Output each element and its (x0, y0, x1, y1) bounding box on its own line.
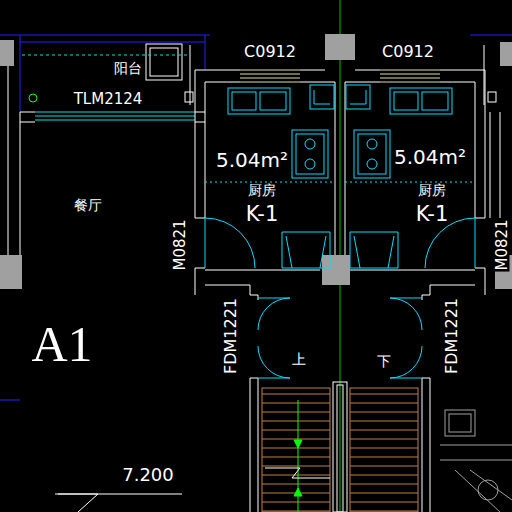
stair-tread (262, 430, 330, 431)
level-symbol (55, 494, 182, 512)
door-code: M0821 (495, 218, 510, 271)
balcony-rail (0, 35, 512, 400)
balcony-edge (22, 55, 190, 56)
break-line (265, 468, 330, 478)
level-value: 7.200 (121, 466, 175, 484)
door-code: FDM1221 (444, 297, 460, 375)
stair-tread (262, 394, 330, 395)
stair-tread (262, 475, 330, 476)
stair-tread (262, 457, 330, 458)
stair-tread (262, 403, 330, 404)
stair-tread (350, 439, 418, 440)
stair-tread (350, 457, 418, 458)
room-code: K-1 (415, 204, 450, 225)
stair-tread (350, 493, 418, 494)
stair-tread (350, 502, 418, 503)
door-swing (205, 218, 475, 378)
stair-tread (350, 448, 418, 449)
kitchen-fixture (205, 85, 475, 268)
stair-tread (350, 466, 418, 467)
stair-direction: 下 (376, 354, 392, 368)
stair-tread (262, 439, 330, 440)
balcony-fixture (146, 44, 496, 105)
stair-tread (262, 466, 330, 467)
stair (262, 382, 418, 512)
stair-tread (350, 394, 418, 395)
sliding-door (35, 112, 195, 120)
room-area: 5.04m² (393, 147, 467, 167)
stair-tread (350, 403, 418, 404)
window-code: C0912 (243, 44, 297, 60)
equipment (440, 410, 512, 512)
stair-tread (262, 502, 330, 503)
stair-tread (262, 448, 330, 449)
door-code: M0821 (173, 218, 188, 271)
unit-name: A1 (30, 319, 93, 369)
stair-tread (262, 511, 330, 512)
door-code: TLM2124 (73, 92, 144, 107)
column (0, 34, 512, 289)
room-area: 5.04m² (215, 150, 289, 170)
window-code: C0912 (381, 44, 435, 60)
drain-symbol (29, 94, 37, 102)
wall (8, 60, 500, 512)
room-code: K-1 (245, 204, 280, 225)
stair-arrow (294, 400, 302, 512)
door-code: FDM1221 (223, 297, 239, 375)
stair-tread (262, 484, 330, 485)
stair-direction: 上 (291, 352, 307, 366)
room-name: 厨房 (247, 183, 277, 197)
stair-tread (350, 430, 418, 431)
stair-tread (350, 421, 418, 422)
stair-tread (350, 484, 418, 485)
stair-tread (262, 412, 330, 413)
room-name: 厨房 (417, 183, 447, 197)
stair-tread (262, 421, 330, 422)
window (240, 70, 440, 82)
stair-tread (350, 475, 418, 476)
room-name: 餐厅 (73, 198, 103, 212)
room-name: 阳台 (113, 61, 143, 75)
stair-tread (350, 511, 418, 512)
stair-tread (350, 412, 418, 413)
